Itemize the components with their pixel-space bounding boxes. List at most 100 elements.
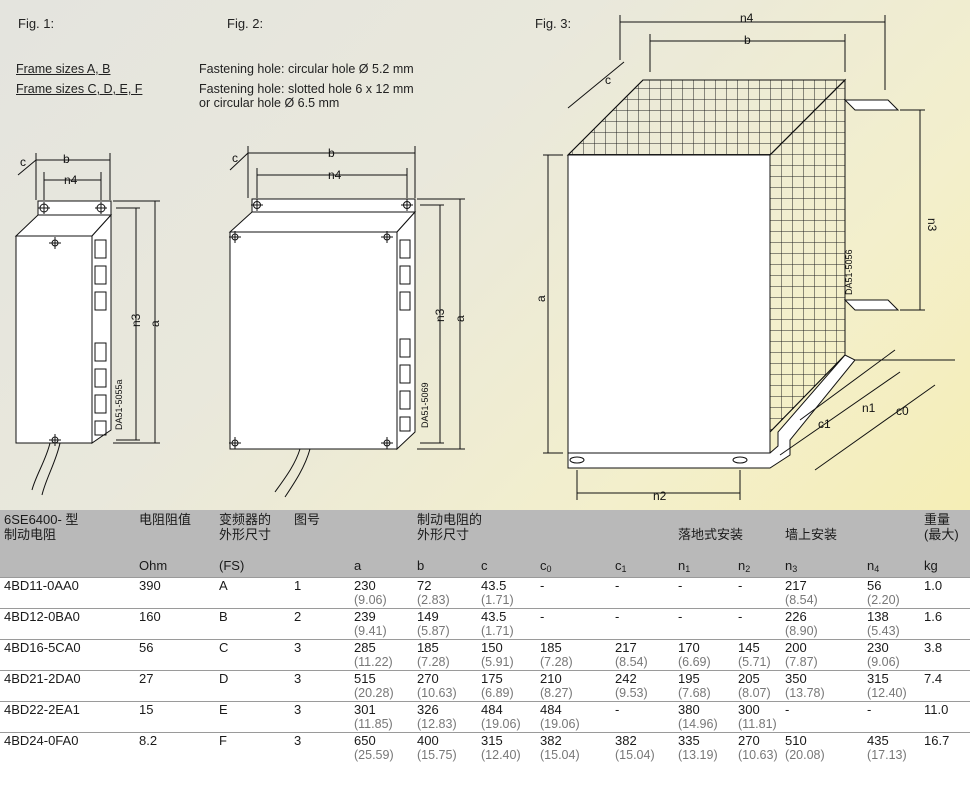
cell-c0-inch: (8.27) [540, 686, 573, 700]
cell-n4-mm: 138 [867, 609, 889, 625]
cell-a-inch: (25.59) [354, 748, 394, 762]
cell-b: 270(10.63) [413, 670, 477, 702]
cell-b: 400(15.75) [413, 732, 477, 763]
unit-c: c [477, 558, 537, 578]
cell-a-mm: 515 [354, 671, 376, 687]
cell-c-inch: (19.06) [481, 717, 521, 731]
cell-a-inch: (11.22) [354, 655, 393, 669]
header-floor-mount: 落地式安装 [674, 510, 782, 558]
cell-c0-mm: 185 [540, 640, 562, 656]
cell-ohm: 160 [135, 608, 215, 640]
cell-c: 43.5(1.71) [477, 577, 537, 609]
cell-model: 4BD22-2EA1 [0, 701, 135, 733]
cell-n4-inch: (17.13) [867, 748, 907, 762]
cell-b: 149(5.87) [413, 608, 477, 640]
fig1-dim-c: c [20, 155, 26, 169]
cell-b-mm: 185 [417, 640, 439, 656]
frame-sizes-ab-note: Frame sizes A, B [16, 62, 111, 76]
cell-n2: 145(5.71) [734, 639, 782, 671]
cell-n2-mm: 300 [738, 702, 760, 718]
cell-n2-inch: (11.81) [738, 717, 777, 731]
cell-n2: - [734, 577, 782, 609]
cell-n3: 200(7.87) [781, 639, 864, 671]
cell-n3-mm: - [785, 702, 790, 718]
cell-b-inch: (2.83) [417, 593, 450, 607]
fig1-dim-b: b [63, 152, 70, 166]
header-weight: 重量(最大) [920, 510, 970, 558]
cell-a-inch: (20.28) [354, 686, 394, 700]
cell-n3: 350(13.78) [781, 670, 864, 702]
cell-kg: 1.6 [920, 608, 970, 640]
cell-n4-inch: (2.20) [867, 593, 900, 607]
cell-c1-mm: 217 [615, 640, 637, 656]
cell-n1: 335(13.19) [674, 732, 735, 763]
cell-a-mm: 650 [354, 733, 376, 748]
cell-fs: E [215, 701, 290, 733]
fig3-dim-n3: n3 [925, 218, 939, 232]
cell-c1: - [611, 701, 675, 733]
cell-n4-mm: 56 [867, 578, 882, 594]
fig2-dim-a: a [453, 315, 467, 322]
header-resistor-dims: 制动电阻的外形尺寸 [413, 510, 537, 558]
fig3-label: Fig. 3: [535, 16, 572, 31]
cell-n2-inch: (10.63) [738, 748, 778, 762]
cell-n4: 315(12.40) [863, 670, 921, 702]
unit-ohm: Ohm [135, 558, 215, 578]
cell-kg: 11.0 [920, 701, 970, 733]
cell-a-mm: 239 [354, 609, 376, 625]
cell-n1-inch: (13.19) [678, 748, 718, 762]
cell-fig: 3 [290, 639, 350, 671]
cell-c1-mm: - [615, 702, 620, 718]
fig3-dim-n2: n2 [653, 489, 667, 503]
header-wall-mount: 墙上安装 [781, 510, 921, 558]
unit-n2: n2 [734, 558, 782, 578]
cell-ohm: 56 [135, 639, 215, 671]
cell-c0-mm: 210 [540, 671, 562, 687]
cell-a-inch: (9.41) [354, 624, 387, 638]
cell-n1: 170(6.69) [674, 639, 735, 671]
cell-c0: 185(7.28) [536, 639, 612, 671]
cell-kg: 16.7 [920, 732, 970, 763]
cell-b-mm: 400 [417, 733, 439, 748]
fig3-dim-a: a [534, 295, 548, 302]
cell-c0: - [536, 608, 612, 640]
cell-c0-mm: 382 [540, 733, 562, 748]
fastening-hole-note-3: or circular hole Ø 6.5 mm [199, 96, 340, 110]
cell-kg: 3.8 [920, 639, 970, 671]
fig1-label: Fig. 1: [18, 16, 55, 31]
fig3-dim-n4: n4 [740, 11, 754, 25]
cell-n4-mm: 315 [867, 671, 889, 687]
cell-n4: 138(5.43) [863, 608, 921, 640]
cell-n3-mm: 226 [785, 609, 807, 625]
fig3-dim-b: b [744, 33, 751, 47]
cell-a: 515(20.28) [350, 670, 413, 702]
table-units-row: Ohm (FS) a b c c0 c1 n1 n2 n3 n4 kg [0, 558, 970, 578]
cell-n4-inch: (12.40) [867, 686, 907, 700]
fig3-dim-c: c [605, 73, 611, 87]
cell-c0-mm: - [540, 609, 545, 625]
cell-n1-mm: - [678, 609, 683, 625]
cell-fig: 3 [290, 701, 350, 733]
cell-n2: 270(10.63) [734, 732, 782, 763]
header-model: 6SE6400- 型制动电阻 [0, 510, 135, 558]
cell-a-inch: (9.06) [354, 593, 387, 607]
cell-n3: 510(20.08) [781, 732, 864, 763]
cell-n3: - [781, 701, 864, 733]
fig2-drawing: b c n4 n3 a DA51-5069 [228, 146, 467, 498]
cell-c-mm: 484 [481, 702, 503, 718]
cell-n4: - [863, 701, 921, 733]
cell-ohm: 8.2 [135, 732, 215, 763]
cell-n3-mm: 510 [785, 733, 807, 748]
cell-n2: - [734, 608, 782, 640]
cell-n4-mm: 435 [867, 733, 889, 748]
fig1-drawing-code: DA51-5055a [114, 379, 124, 430]
cell-n3-inch: (8.54) [785, 593, 818, 607]
cell-c0: 210(8.27) [536, 670, 612, 702]
cell-c1: 217(8.54) [611, 639, 675, 671]
cell-c-inch: (5.91) [481, 655, 514, 669]
cell-n1-mm: 380 [678, 702, 700, 718]
cell-fs: F [215, 732, 290, 763]
fig3-dim-c1: c1 [818, 417, 831, 431]
